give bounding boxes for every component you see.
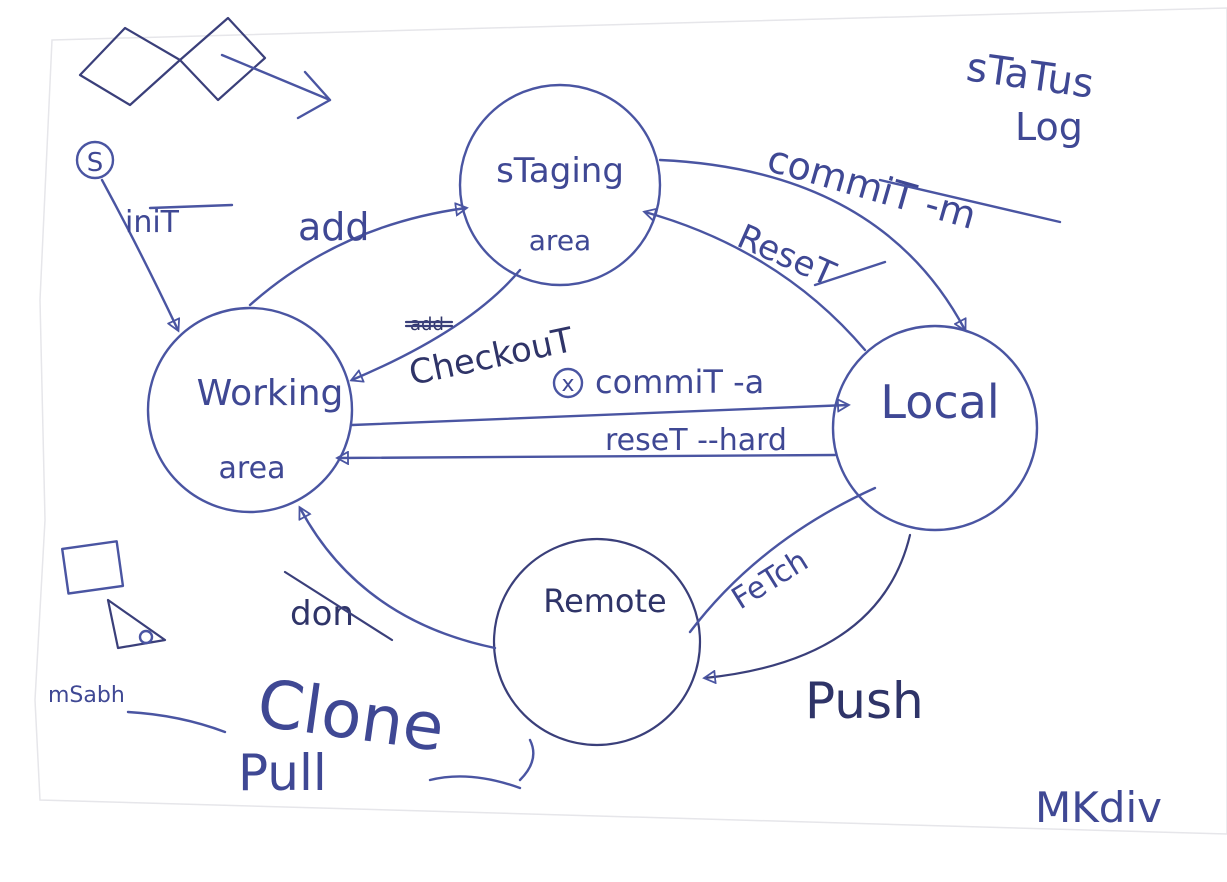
side-note-line — [126, 710, 227, 734]
init-label: iniT — [125, 205, 180, 240]
local-node — [831, 324, 1039, 532]
commit-m-underline — [878, 178, 1062, 224]
struck-add-label: add — [410, 314, 444, 335]
square-doodle-icon — [61, 540, 125, 595]
staging-area-label: sTaging — [496, 151, 624, 191]
double-diamond-doodle-icon — [78, 16, 332, 120]
push-arrow — [705, 533, 912, 678]
marker-s-circle — [75, 140, 115, 180]
checkout-arrow — [352, 268, 522, 380]
add-arrow — [248, 208, 466, 307]
working-area-node — [146, 306, 354, 514]
reset-underline — [813, 260, 887, 287]
paper-sheet — [34, 7, 1227, 835]
init-underline — [148, 203, 234, 210]
commit-m-arrow — [658, 158, 965, 330]
clone-squiggle — [428, 738, 535, 790]
reset-arrow — [645, 212, 867, 352]
clone-arrow — [300, 508, 497, 650]
log-label: Log — [1015, 105, 1083, 149]
struck-don-label: don — [290, 594, 354, 634]
fetch-arrow — [688, 486, 877, 634]
staging-area-node — [458, 83, 662, 287]
marker-s-label: S — [87, 148, 104, 178]
add-label: add — [298, 205, 370, 249]
side-note-label: mSabh — [48, 683, 125, 708]
marker-x-label: x — [561, 372, 574, 397]
reset-hard-label: reseT --hard — [605, 423, 787, 458]
working-area-sublabel: area — [219, 451, 286, 486]
marker-x-circle — [552, 367, 584, 399]
local-label: Local — [880, 375, 999, 429]
pull-label: Pull — [238, 744, 327, 802]
remote-node — [492, 537, 702, 747]
working-area-label: Working — [197, 373, 344, 414]
signature-label: MKdiv — [1035, 783, 1162, 832]
init-arrow — [100, 178, 178, 330]
push-label: Push — [805, 672, 924, 730]
struck-add-strike — [404, 320, 454, 328]
struck-don-strike — [283, 570, 394, 642]
remote-label: Remote — [543, 582, 666, 620]
flag-doodle-icon — [106, 598, 167, 650]
staging-area-sublabel: area — [529, 224, 591, 257]
commit-a-arrow — [350, 405, 848, 427]
commit-a-label: commiT -a — [595, 363, 764, 401]
reset-hard-arrow — [338, 455, 837, 458]
